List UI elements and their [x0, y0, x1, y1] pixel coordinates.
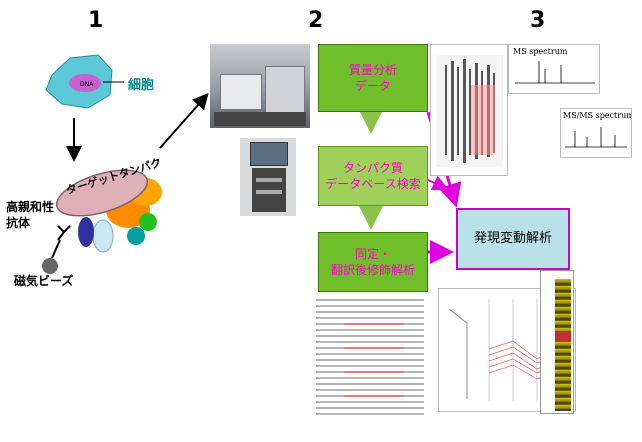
step-number-2: 2: [308, 8, 324, 33]
cell-icon: DNA: [45, 54, 124, 109]
identify-box: 同定・ 翻訳後修飾解析: [318, 232, 428, 292]
cell-label: 細胞: [128, 78, 155, 93]
mass-spectrometer-photo: [210, 44, 310, 128]
protein-complex-icon: [42, 169, 162, 274]
hplc-photo: [240, 138, 296, 216]
heatmap-image: [540, 270, 574, 414]
antibody-label: 高親和性 抗体: [6, 200, 55, 230]
arrow-complex-to-ms: [159, 93, 209, 149]
results-table-image: [314, 296, 426, 424]
arrow-db-to-expression: [427, 175, 449, 191]
step-number-3: 3: [530, 8, 546, 33]
db-search-box: タンパク質 データベース検索: [318, 146, 428, 206]
svg-text:DNA: DNA: [80, 81, 94, 88]
step-number-1: 1: [88, 8, 104, 33]
msms-spectrum-panel: MS/MS spectrum: [560, 108, 632, 158]
expression-analysis-box: 発現変動解析: [456, 208, 570, 270]
ms-spectrum-title: MS spectrum: [513, 47, 568, 56]
ms-data-box: 質量分析 データ: [318, 44, 428, 112]
lcms-map-panel: [430, 44, 508, 176]
ms-spectrum-panel: MS spectrum: [508, 44, 600, 94]
beads-label: 磁気ビーズ: [14, 274, 74, 288]
msms-spectrum-title: MS/MS spectrum: [563, 111, 632, 120]
